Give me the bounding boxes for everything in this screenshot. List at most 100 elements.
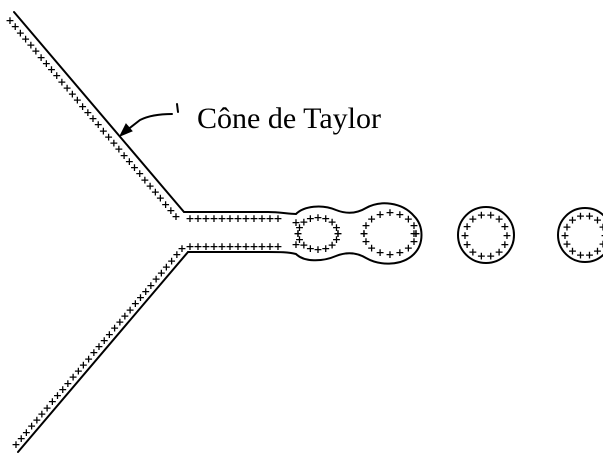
charge-marker: + [36, 51, 45, 64]
charge-marker: + [477, 209, 486, 222]
charge-marker: + [119, 149, 128, 162]
charge-marker: + [333, 227, 342, 240]
charge-marker: + [16, 26, 25, 39]
charge-marker: + [598, 220, 603, 233]
droplet-1-charges: ++++++++++++++ [460, 209, 511, 263]
label-leader [118, 103, 179, 137]
charge-marker: + [63, 377, 72, 390]
charge-marker: + [600, 229, 603, 242]
charge-marker: + [31, 45, 40, 58]
charge-marker: + [295, 221, 304, 234]
charge-marker: + [130, 161, 139, 174]
charge-marker: + [177, 242, 186, 255]
charge-marker: + [249, 212, 258, 225]
charge-marker: + [225, 212, 234, 225]
charge-marker: + [468, 213, 477, 226]
charge-marker: + [217, 212, 226, 225]
charge-marker: + [21, 32, 30, 45]
charge-marker: + [209, 240, 218, 253]
droplet-1-outline [457, 206, 515, 264]
taylor-cone-label: Cône de Taylor [197, 102, 381, 135]
charge-marker: + [560, 229, 569, 242]
charge-marker: + [257, 212, 266, 225]
charge-marker: + [593, 245, 602, 258]
charge-marker: + [576, 249, 585, 262]
charge-marker: + [265, 212, 274, 225]
charge-marker: + [131, 297, 140, 310]
charge-marker: + [172, 248, 181, 261]
charge-marker: + [585, 210, 594, 223]
charge-marker: + [293, 227, 302, 240]
charge-marker: + [233, 240, 242, 253]
charge-marker: + [385, 206, 394, 219]
charge-marker: + [135, 167, 144, 180]
leader-arrowhead [118, 123, 133, 137]
charge-marker: + [94, 118, 103, 131]
charge-marker: + [385, 248, 394, 261]
charge-marker: + [74, 365, 83, 378]
charge-marker: + [84, 352, 93, 365]
charge-marker: + [156, 192, 165, 205]
charge-marker: + [37, 407, 46, 420]
charge-marker: + [291, 238, 300, 251]
charge-marker: + [141, 285, 150, 298]
charge-marker: + [52, 69, 61, 82]
charge-marker: + [494, 213, 503, 226]
charge-marker: + [411, 227, 420, 240]
charge-marker: + [115, 316, 124, 329]
charge-marker: + [47, 63, 56, 76]
charge-marker: + [375, 246, 384, 259]
charge-marker: + [193, 240, 202, 253]
charge-marker: + [361, 219, 370, 232]
charge-marker: + [332, 221, 341, 234]
charge-marker: + [409, 219, 418, 232]
charge-marker: + [193, 212, 202, 225]
charge-marker: + [562, 238, 571, 251]
charge-marker: + [462, 220, 471, 233]
charge-marker: + [367, 212, 376, 225]
charge-marker: + [140, 173, 149, 186]
charge-marker: + [32, 414, 41, 427]
charge-marker: + [313, 211, 322, 224]
charge-marker: + [395, 208, 404, 221]
charge-marker: + [201, 212, 210, 225]
charge-marker: + [293, 227, 302, 240]
charge-marker: + [48, 395, 57, 408]
charge-marker: + [332, 233, 341, 246]
charge-marker: + [494, 245, 503, 258]
cone-upper-charges: +++++++++++++++++++++++++++++++++ [5, 14, 180, 223]
charge-marker: + [88, 112, 97, 125]
cone-lower-wall: +++++++++++++++++++++++++++++++++ [11, 242, 189, 453]
charge-marker: + [568, 245, 577, 258]
charge-marker: + [568, 213, 577, 226]
charge-marker: + [295, 233, 304, 246]
charge-marker: + [291, 216, 300, 229]
charge-marker: + [477, 250, 486, 263]
charge-marker: + [157, 267, 166, 280]
charge-marker: + [273, 240, 282, 253]
charge-marker: + [361, 235, 370, 248]
cone-upper-wall: +++++++++++++++++++++++++++++++++ [5, 11, 185, 223]
charge-marker: + [68, 88, 77, 101]
charge-marker: + [110, 322, 119, 335]
charge-marker: + [167, 254, 176, 267]
charge-marker: + [94, 340, 103, 353]
charge-marker: + [321, 212, 330, 225]
cone-lower-charges: +++++++++++++++++++++++++++++++++ [11, 242, 186, 451]
charge-marker: + [58, 383, 67, 396]
charge-marker: + [42, 401, 51, 414]
charge-marker: + [273, 212, 282, 225]
charge-marker: + [146, 279, 155, 292]
jet: ++++++++++++++++++++++++++++++++++++++++… [183, 202, 423, 265]
charge-marker: + [104, 130, 113, 143]
charge-marker: + [502, 229, 511, 242]
cone-lower-wall-line [17, 251, 189, 453]
charge-marker: + [125, 303, 134, 316]
jet-charges: ++++++++++++++++++++++++++++++++++++++++… [185, 206, 420, 261]
charge-marker: + [333, 227, 342, 240]
leader-line [121, 113, 173, 135]
charge-marker: + [233, 212, 242, 225]
charge-marker: + [166, 204, 175, 217]
charge-marker: + [53, 389, 62, 402]
